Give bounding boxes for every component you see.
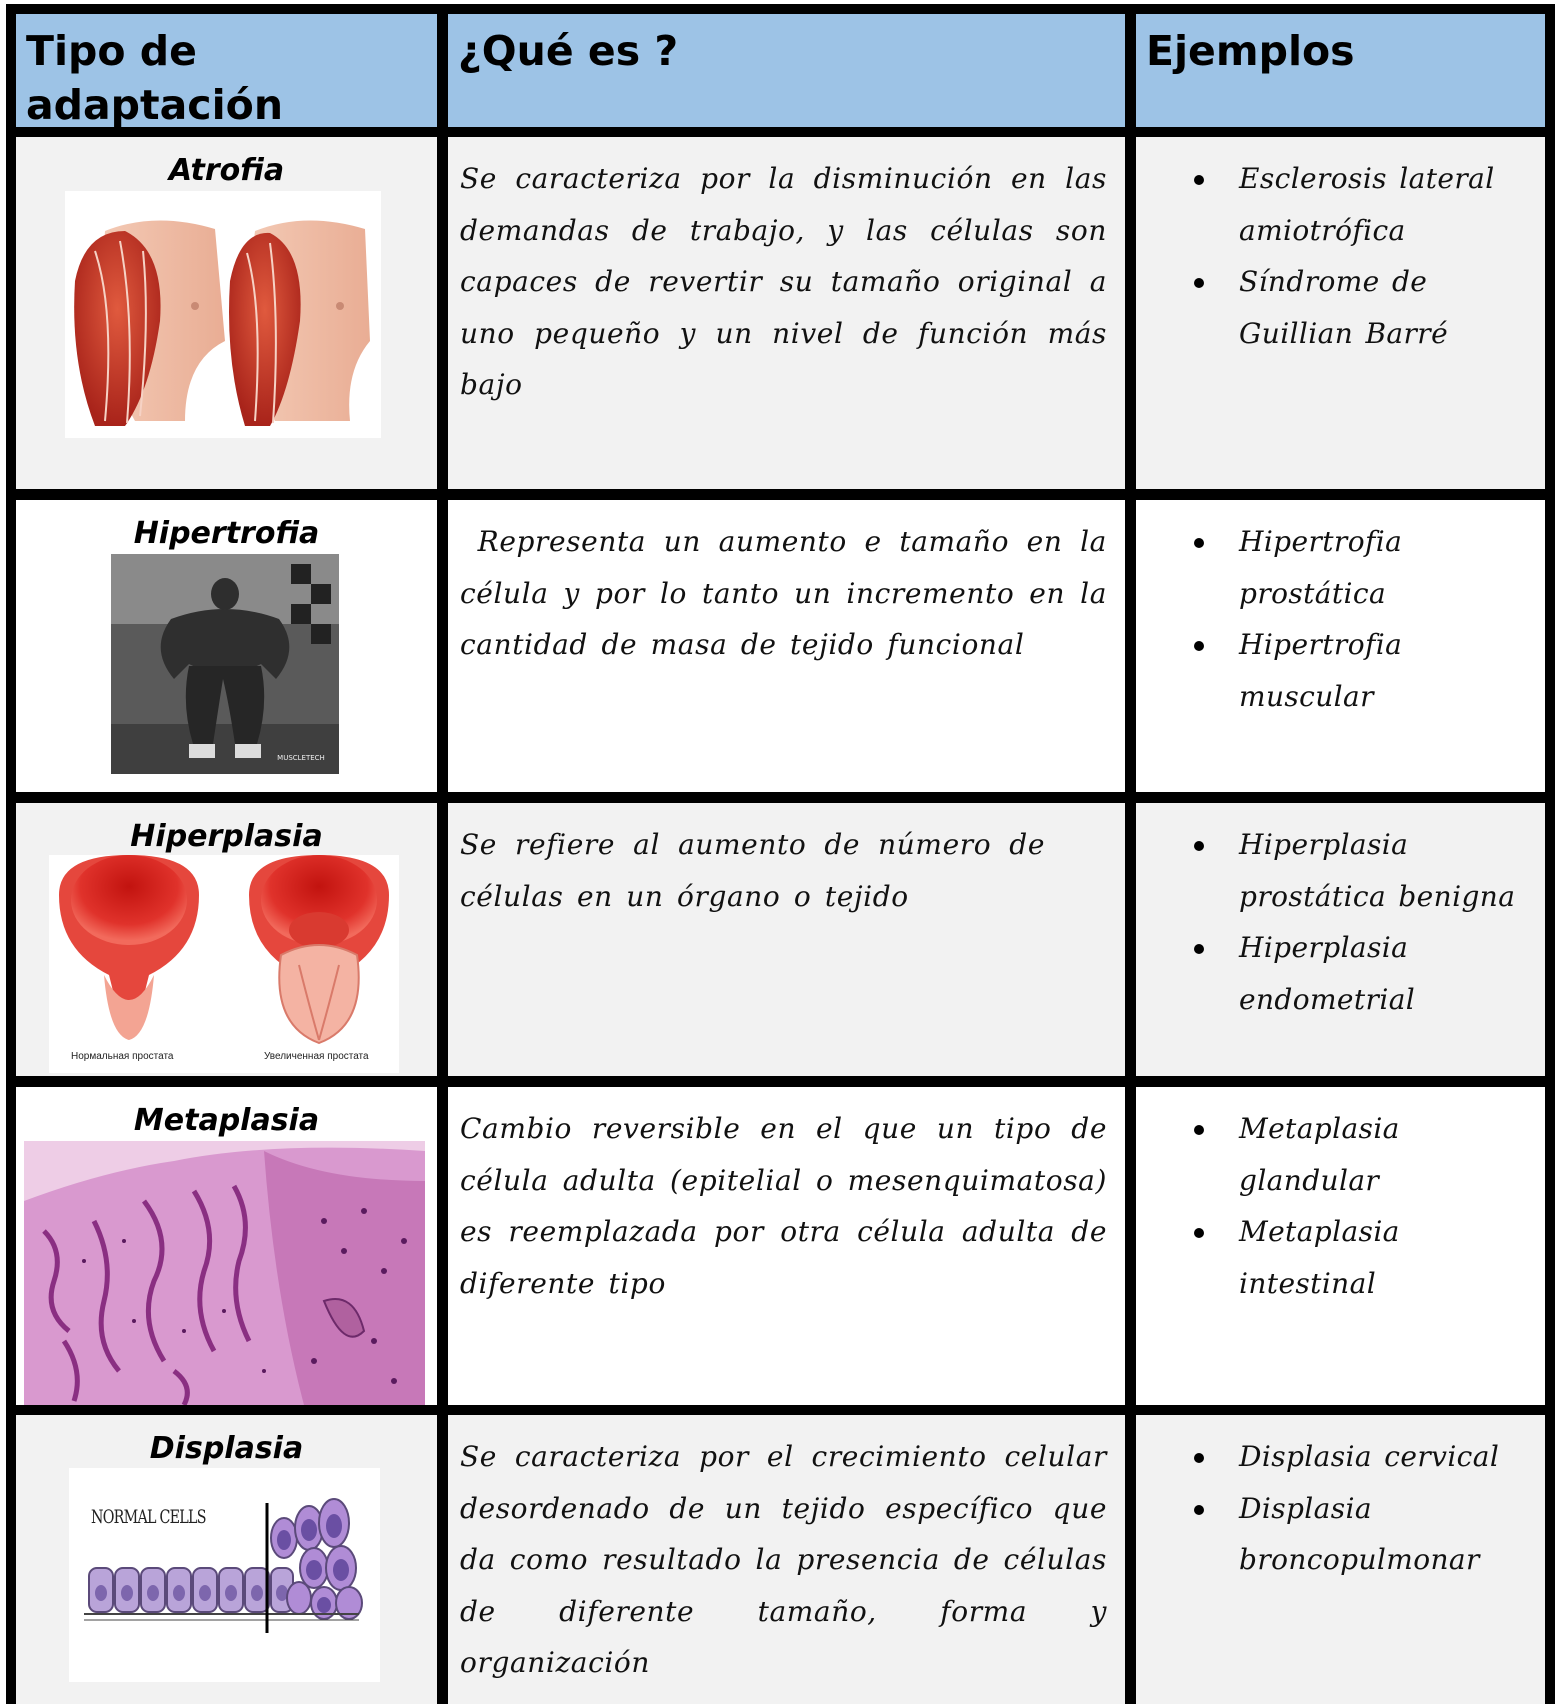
histology-image — [24, 1141, 425, 1405]
row-metaplasia-title: Metaplasia — [133, 1103, 320, 1138]
row-displasia-title: Displasia — [149, 1431, 304, 1466]
prostate-image: Нормальная простата Увеличенная простата — [49, 855, 399, 1073]
row-metaplasia-examples-cell: Metaplasia glandular Metaplasia intestin… — [1136, 1087, 1545, 1405]
header-cell-what: ¿Qué es ? — [448, 14, 1125, 127]
row-hipertrofia-examples: Hipertrofia prostática Hipertrofia muscu… — [1136, 500, 1545, 722]
row-atrofia-description: Se caracteriza por la disminución en las… — [460, 162, 1107, 401]
watermark-text: MUSCLETECH — [277, 754, 325, 762]
row-hiperplasia-type-cell: Hiperplasia Нормальная простата Увеличен… — [16, 803, 437, 1076]
row-metaplasia-description-cell: Cambio reversible en el que un tipo de c… — [448, 1087, 1125, 1405]
list-item: Hiperplasia prostática benigna — [1136, 819, 1539, 922]
row-hiperplasia-title: Hiperplasia — [130, 819, 323, 854]
row-atrofia-title: Atrofia — [168, 153, 285, 188]
row-atrofia-description-cell: Se caracteriza por la disminución en las… — [448, 137, 1125, 489]
header-examples-label: Ejemplos — [1146, 27, 1355, 75]
row-hipertrofia-examples-cell: Hipertrofia prostática Hipertrofia muscu… — [1136, 500, 1545, 792]
row-metaplasia-examples: Metaplasia glandular Metaplasia intestin… — [1136, 1087, 1545, 1309]
list-item: Hiperplasia endometrial — [1136, 922, 1539, 1025]
row-hipertrofia-description-cell: Representa un aumento e tamaño en la cél… — [448, 500, 1125, 792]
row-metaplasia-description: Cambio reversible en el que un tipo de c… — [460, 1112, 1107, 1300]
list-item: Metaplasia glandular — [1136, 1103, 1539, 1206]
row-displasia-examples: Displasia cervical Displasia broncopulmo… — [1136, 1415, 1545, 1586]
row-displasia-description-cell: Se caracteriza por el crecimiento celula… — [448, 1415, 1125, 1704]
row-hiperplasia-description: Se refiere al aumento de número de célul… — [460, 828, 1045, 913]
arm-muscle-atrophy-image — [65, 191, 381, 438]
row-hipertrofia-type-cell: Hipertrofia MUSCLETECH — [16, 500, 437, 792]
list-item: Displasia broncopulmonar — [1136, 1483, 1539, 1586]
header-cell-type: Tipo de adaptación — [16, 14, 437, 127]
list-item: Displasia cervical — [1136, 1431, 1539, 1483]
bodybuilder-image: MUSCLETECH — [111, 554, 339, 774]
row-displasia-examples-cell: Displasia cervical Displasia broncopulmo… — [1136, 1415, 1545, 1704]
list-item: Hipertrofia muscular — [1136, 619, 1539, 722]
prostate-normal-caption: Нормальная простата — [71, 1051, 174, 1062]
row-atrofia-examples: Esclerosis lateral amiotrófica Síndrome … — [1136, 137, 1545, 359]
row-hiperplasia-examples: Hiperplasia prostática benigna Hiperplas… — [1136, 803, 1545, 1025]
prostate-enlarged-caption: Увеличенная простата — [264, 1051, 369, 1062]
row-atrofia-examples-cell: Esclerosis lateral amiotrófica Síndrome … — [1136, 137, 1545, 489]
header-type-label: Tipo de adaptación — [26, 27, 284, 127]
cell-layer-diagram: NORMAL CELLS — [69, 1468, 380, 1682]
row-hiperplasia-description-cell: Se refiere al aumento de número de célul… — [448, 803, 1125, 1076]
row-metaplasia-type-cell: Metaplasia — [16, 1087, 437, 1405]
row-hipertrofia-description: Representa un aumento e tamaño en la cél… — [460, 525, 1121, 661]
header-what-label: ¿Qué es ? — [458, 27, 679, 75]
row-displasia-description: Se caracteriza por el crecimiento celula… — [460, 1440, 1107, 1679]
list-item: Síndrome de Guillian Barré — [1136, 256, 1539, 359]
row-hiperplasia-examples-cell: Hiperplasia prostática benigna Hiperplas… — [1136, 803, 1545, 1076]
normal-cells-label: NORMAL CELLS — [91, 1506, 207, 1528]
row-hipertrofia-title: Hipertrofia — [133, 516, 320, 551]
row-displasia-type-cell: Displasia NORMAL CELLS — [16, 1415, 437, 1704]
list-item: Esclerosis lateral amiotrófica — [1136, 153, 1539, 256]
list-item: Hipertrofia prostática — [1136, 516, 1539, 619]
header-cell-examples: Ejemplos — [1136, 14, 1545, 127]
adaptation-table: Tipo de adaptación ¿Qué es ? Ejemplos At… — [6, 4, 1555, 1704]
row-atrofia-type-cell: Atrofia — [16, 137, 437, 489]
list-item: Metaplasia intestinal — [1136, 1206, 1539, 1309]
